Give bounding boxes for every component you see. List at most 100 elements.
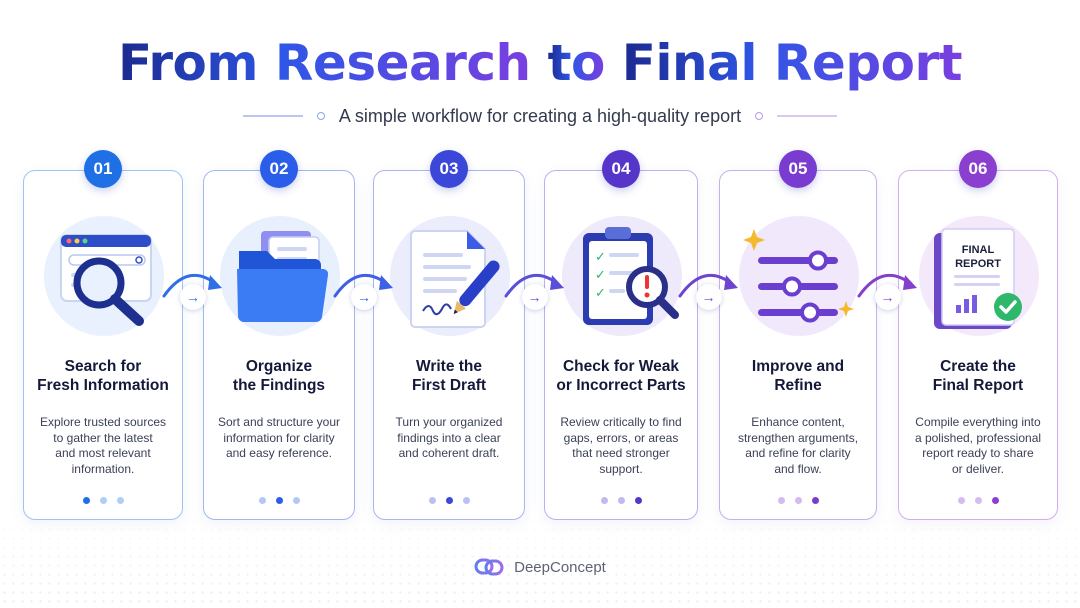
page-title: From Research to Final Report	[117, 34, 963, 92]
pager-dot	[777, 497, 785, 504]
next-step-arrow-icon: →	[521, 284, 548, 310]
connector-curve	[504, 274, 564, 298]
next-step-arrow-icon: →	[351, 284, 377, 310]
connector-curve	[678, 274, 738, 298]
svg-text:REPORT: REPORT	[955, 258, 1001, 270]
magnifier-browser-icon	[39, 211, 169, 341]
step-description-line: support.	[599, 461, 643, 476]
pager-dot	[116, 497, 124, 504]
step-title: Check for Weak or Incorrect Parts	[551, 357, 691, 395]
step-description-line: Turn your organized	[395, 415, 503, 429]
step-title-line: Organize	[245, 358, 313, 375]
step-description-line: or deliver.	[951, 461, 1005, 476]
pager-dot	[991, 497, 999, 504]
svg-text:✓: ✓	[595, 268, 606, 283]
sliders-icon	[734, 211, 864, 341]
pager-dot	[445, 497, 453, 504]
pager-dot	[99, 497, 107, 504]
step-pager-dots	[720, 497, 876, 504]
pager-dot	[600, 497, 608, 504]
step-pager-dots	[24, 497, 182, 504]
step-description-line: gaps, errors, or areas	[563, 430, 679, 445]
connector-curve	[333, 274, 393, 298]
svg-text:✓: ✓	[595, 250, 606, 265]
connector-curve	[162, 274, 222, 298]
page-subtitle: A simple workflow for creating a high-qu…	[338, 105, 742, 126]
step-pager-dots	[545, 497, 697, 504]
step-number-badge: 04	[602, 150, 640, 188]
step-number-badge: 05	[779, 150, 817, 188]
step-pager-dots	[899, 497, 1057, 504]
pager-dot	[292, 497, 300, 504]
step-number-badge: 06	[959, 150, 997, 188]
step-number-badge: 01	[84, 150, 122, 188]
subtitle-line-right	[777, 115, 838, 117]
next-step-arrow-icon: →	[874, 284, 901, 310]
step-title-line: Create the	[940, 358, 1016, 375]
folder-icon	[215, 211, 345, 341]
step-number-badge: 03	[430, 150, 468, 188]
pager-dot	[462, 497, 470, 504]
step-title-line: Fresh Information	[37, 377, 169, 394]
pager-dot	[428, 497, 436, 504]
brand-footer: DeepConcept	[0, 556, 1080, 578]
step-description-line: and flow.	[774, 461, 822, 476]
step-title-line: Final Report	[932, 377, 1024, 394]
pager-dot	[811, 497, 819, 504]
step-title-line: or Incorrect Parts	[556, 377, 686, 394]
step-description: Enhance content,strengthen arguments,and…	[732, 415, 864, 477]
step-description-line: Explore trusted sources	[39, 415, 167, 429]
document-pen-icon	[385, 211, 515, 341]
step-pager-dots	[204, 497, 354, 504]
step-pager-dots	[374, 497, 524, 504]
step-description-line: report ready to share	[922, 446, 1034, 460]
step-title-line: Improve and	[751, 358, 845, 375]
step-description-line: and easy reference.	[225, 446, 333, 460]
pager-dot	[275, 497, 283, 504]
step-title-line: the Findings	[232, 377, 326, 394]
subtitle-row: A simple workflow for creating a high-qu…	[0, 104, 1080, 128]
step-description-line: that need stronger	[572, 446, 670, 460]
pager-dot	[957, 497, 965, 504]
step-description-line: Sort and structure your	[217, 415, 341, 429]
svg-text:FINAL: FINAL	[962, 244, 995, 256]
svg-text:✓: ✓	[595, 286, 606, 301]
step-description-line: information for clarity	[223, 430, 335, 445]
step-title-line: Check for Weak	[562, 358, 679, 375]
pager-dot	[258, 497, 266, 504]
step-description-line: and refine for clarity	[745, 446, 851, 460]
subtitle-line-left	[242, 115, 303, 117]
step-description-line: Review critically to find	[560, 415, 682, 429]
pager-dot	[974, 497, 982, 504]
step-title: Organize the Findings	[210, 357, 348, 395]
deepconcept-logo-icon	[474, 558, 504, 576]
step-description-line: findings into a clear	[397, 430, 501, 445]
final-report-icon: FINAL REPORT	[914, 211, 1044, 341]
pager-dot	[634, 497, 642, 504]
step-description-line: and most relevant	[55, 446, 151, 460]
step-title-line: Search for	[64, 358, 142, 375]
pager-dot	[617, 497, 625, 504]
clipboard-check-icon: ✓ ✓ ✓	[557, 211, 687, 341]
step-title-line: Write the	[415, 358, 483, 375]
step-description-line: Compile everything into	[915, 415, 1041, 429]
next-step-arrow-icon: →	[180, 284, 206, 310]
step-description-line: information.	[71, 461, 135, 476]
step-title-line: Refine	[774, 377, 822, 394]
step-number-badge: 02	[260, 150, 298, 188]
step-title-line: First Draft	[411, 377, 487, 394]
step-description-line: Enhance content,	[751, 415, 845, 429]
background-dots	[0, 498, 1080, 608]
